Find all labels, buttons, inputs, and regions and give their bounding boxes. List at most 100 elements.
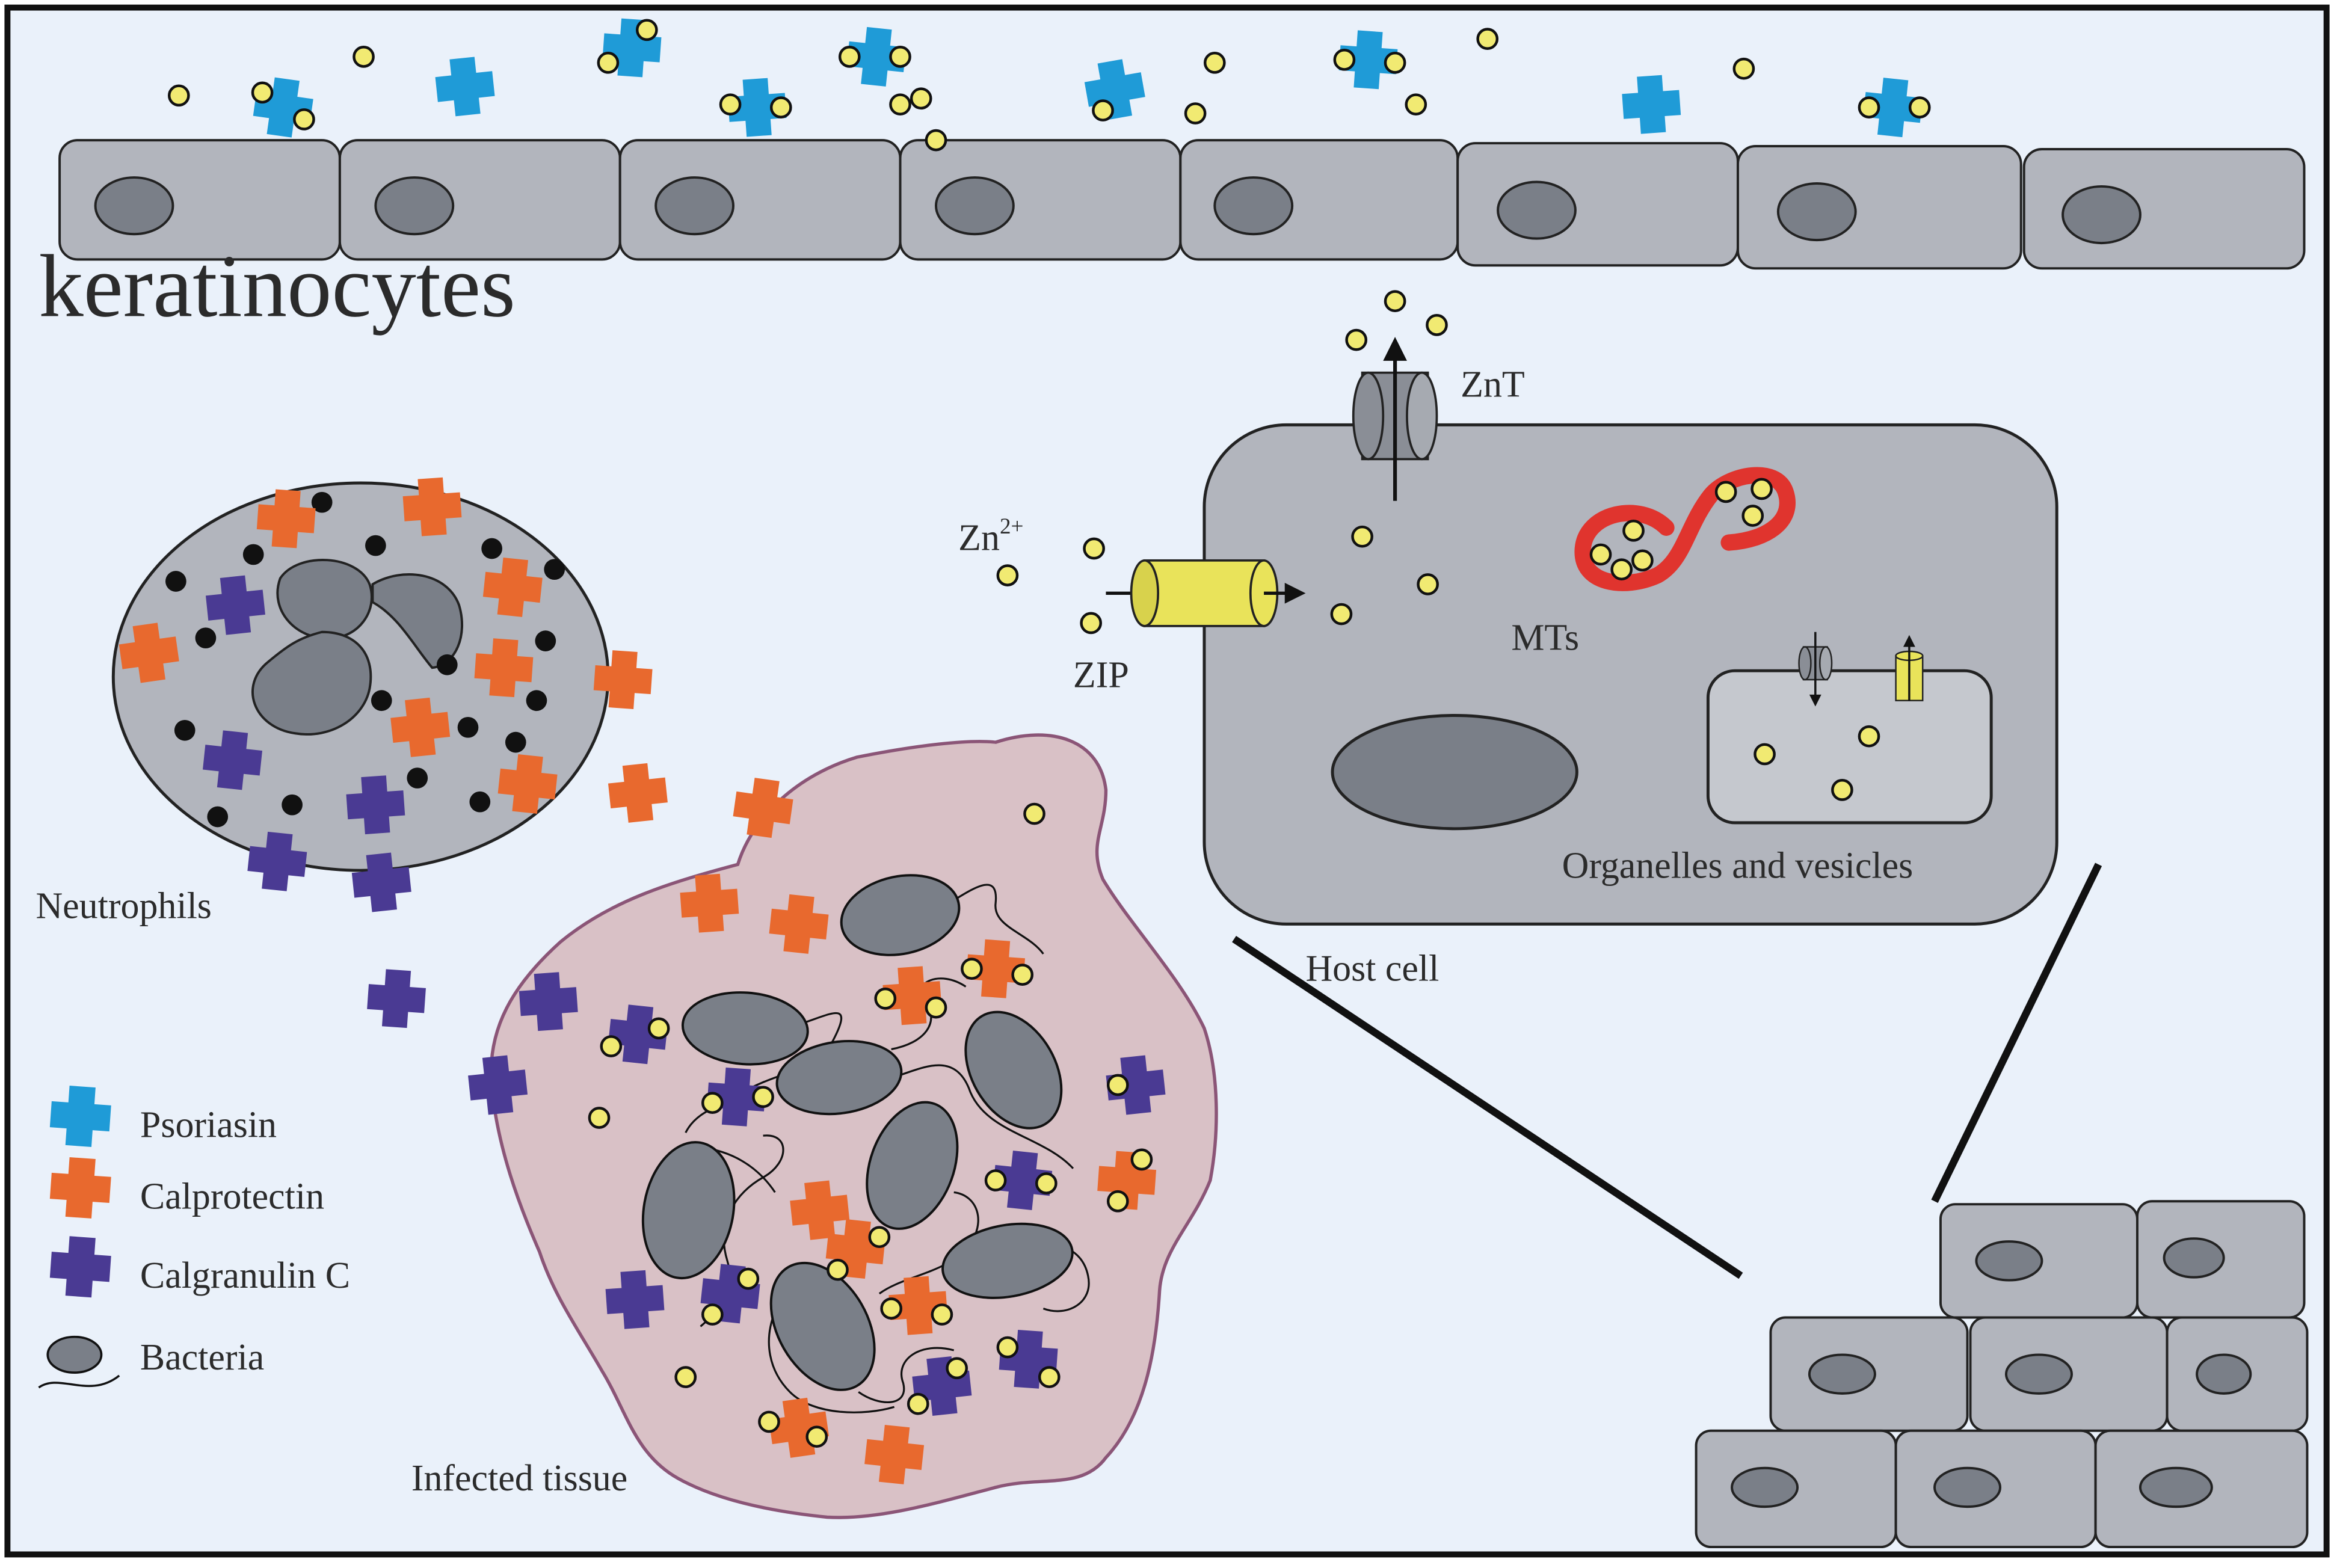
- zinc-ion: [635, 19, 658, 42]
- bacterium: [681, 991, 809, 1066]
- bacterium: [641, 1141, 736, 1280]
- zinc-ion: [1589, 543, 1612, 566]
- zinc-ion: [996, 1336, 1019, 1359]
- bacterium-flagellum: [768, 1311, 895, 1413]
- legend-label: Calgranulin C: [140, 1255, 350, 1296]
- zinc-ion: [647, 1017, 670, 1040]
- legend-label: Bacteria: [140, 1337, 264, 1378]
- zinc-ion: [868, 1226, 891, 1249]
- zinc-ion: [907, 1392, 929, 1415]
- zinc-ion: [737, 1267, 760, 1290]
- bacterium: [866, 1101, 959, 1230]
- zinc-ion: [1106, 1190, 1129, 1213]
- zinc-ion: [889, 46, 911, 68]
- legend-item: Calgranulin C: [48, 1235, 350, 1299]
- granule: [282, 794, 303, 816]
- tissue-cell-nucleus: [2004, 1353, 2073, 1395]
- vesicle-znt: [1798, 632, 1833, 707]
- vesicle-import-arrow-head: [1809, 694, 1821, 707]
- legend-item: Psoriasin: [48, 1084, 277, 1148]
- keratinocyte-nucleus: [935, 176, 1015, 236]
- tissue-cell-nucleus: [1975, 1240, 2043, 1282]
- granule: [535, 630, 556, 651]
- bacterium: [964, 1010, 1063, 1130]
- zinc-ion-charge: 2+: [1000, 514, 1024, 539]
- metallothionein-chain: [1574, 467, 1796, 591]
- zinc-ion: [1023, 802, 1045, 825]
- zoom-line: [1931, 862, 2102, 1203]
- granule: [469, 791, 491, 813]
- bacterium-flagellum: [953, 884, 1044, 955]
- granule: [371, 690, 392, 712]
- zinc-ion: [1345, 328, 1368, 351]
- zinc-ion: [1035, 1172, 1058, 1194]
- zinc-ion: [1754, 743, 1776, 766]
- znt-transporter: [1352, 337, 1438, 501]
- zinc-ion: [1426, 314, 1448, 336]
- zinc-ion: [925, 129, 947, 152]
- znt-label: ZnT: [1461, 364, 1525, 405]
- zinc-ion: [1714, 481, 1737, 503]
- zinc-ion: [1476, 28, 1499, 50]
- zinc-ion: [1106, 1074, 1129, 1096]
- zinc-ion: [1405, 93, 1427, 115]
- granule: [457, 716, 479, 738]
- zinc-ion: [1831, 779, 1853, 801]
- legend-item: Bacteria: [38, 1335, 264, 1389]
- legend-item: Calprotectin: [48, 1156, 324, 1220]
- keratinocyte-nucleus: [654, 176, 735, 236]
- zinc-ion: [597, 51, 620, 74]
- granule: [436, 654, 458, 675]
- zinc-ion: [588, 1107, 611, 1129]
- export-arrow-head: [1383, 337, 1407, 361]
- zinc-ion: [758, 1410, 780, 1433]
- tissue-cell-nucleus: [1933, 1466, 2002, 1508]
- bacterium: [840, 874, 961, 956]
- zinc-ion: [805, 1425, 828, 1448]
- granule: [242, 544, 264, 565]
- zinc-ion: [1610, 558, 1633, 581]
- zip-end: [1130, 559, 1160, 627]
- znt-end: [1352, 371, 1385, 461]
- granule: [174, 719, 196, 741]
- zinc-ion: [1333, 48, 1356, 71]
- zinc-ions: [167, 19, 1931, 1448]
- zinc-ion: [674, 1366, 697, 1388]
- zinc-ion: [996, 564, 1019, 586]
- zinc-ion-symbol: Zn: [958, 517, 1000, 558]
- zinc-ion: [984, 1169, 1007, 1191]
- granule: [165, 571, 186, 592]
- zinc-ion: [701, 1303, 724, 1326]
- legend-bacterium-icon: [46, 1335, 103, 1374]
- zip-transporter: [1106, 559, 1306, 627]
- zinc-ion: [827, 1258, 849, 1281]
- bacterium: [769, 1261, 876, 1391]
- legend-bacterium-flagellum: [38, 1374, 120, 1389]
- host-cell-group: ZnT ZIP Zn2+ MTs Organell: [958, 337, 2058, 926]
- neutrophil-nucleus-lobe: [371, 573, 464, 669]
- zinc-ion: [961, 958, 983, 980]
- granule: [505, 731, 526, 753]
- zinc-ion: [1092, 99, 1114, 121]
- znt-end: [1406, 371, 1438, 461]
- granule: [544, 559, 565, 580]
- zinc-ion: [1417, 573, 1439, 595]
- zinc-ion-label: Zn2+: [958, 514, 1023, 558]
- zinc-ion: [1203, 51, 1226, 74]
- zinc-ion: [874, 987, 897, 1010]
- zoom-line: [1232, 935, 1743, 1279]
- granule: [207, 806, 229, 828]
- zinc-ion: [1038, 1366, 1061, 1388]
- granule: [195, 627, 217, 649]
- zinc-ion: [600, 1035, 623, 1057]
- zinc-ion: [946, 1357, 968, 1380]
- granule: [481, 538, 502, 559]
- neutrophil-nucleus-lobe: [276, 559, 373, 639]
- infected-tissue-label: Infected tissue: [411, 1458, 627, 1499]
- zinc-ion: [1130, 1148, 1153, 1171]
- keratinocytes-label: keratinocytes: [38, 237, 516, 336]
- keratinocyte-nucleus: [1497, 180, 1577, 240]
- zinc-ion: [1351, 525, 1373, 548]
- granule: [526, 690, 547, 712]
